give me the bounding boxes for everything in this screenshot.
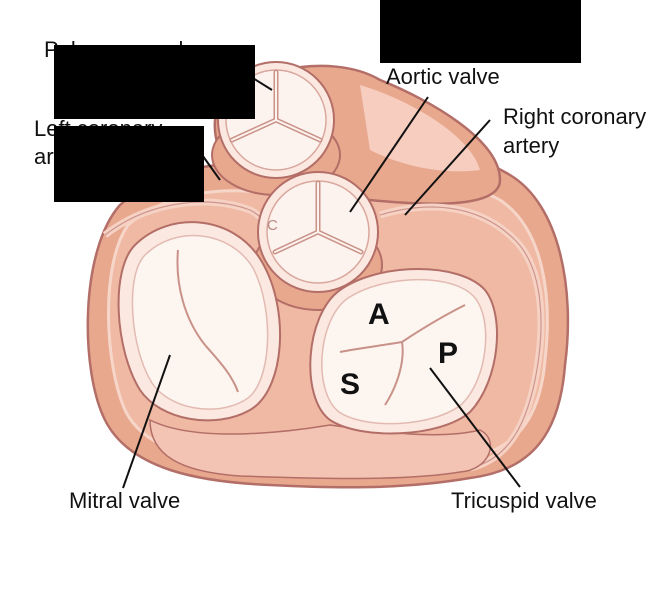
aortic-cusp-mark: C (267, 217, 278, 234)
tricuspid-valve-leader (429, 367, 521, 488)
aortic-valve-leader (349, 96, 429, 213)
right-coronary-artery-label-line1: Right coronary (503, 104, 647, 129)
redaction-box-pulmonary (54, 45, 255, 119)
redaction-box-left-coronary (54, 126, 204, 202)
tricuspid-cusp-anterior: A (368, 298, 390, 331)
mitral-valve (117, 221, 282, 422)
mitral-valve-commissure (176, 249, 239, 393)
aortic-valve-label: Aortic valve (386, 64, 500, 89)
mitral-valve-leader (122, 354, 171, 489)
right-coronary-artery-outline (379, 206, 542, 469)
tricuspid-valve-label: Tricuspid valve (451, 488, 597, 513)
right-coronary-leader (404, 119, 491, 216)
tricuspid-cusp-posterior: P (438, 337, 458, 370)
pulmonary-trunk-highlight (360, 85, 480, 172)
tricuspid-cusp-septal: S (340, 368, 360, 401)
tricuspid-valve-commissures (339, 304, 466, 406)
mitral-valve-label: Mitral valve (69, 488, 181, 513)
right-coronary-artery-label-line2: artery (503, 133, 560, 158)
redaction-box-top (380, 0, 581, 63)
pulmonary-valve (211, 61, 341, 196)
tricuspid-valve: A P S (309, 268, 498, 435)
fibrous-skeleton-band (149, 418, 491, 480)
